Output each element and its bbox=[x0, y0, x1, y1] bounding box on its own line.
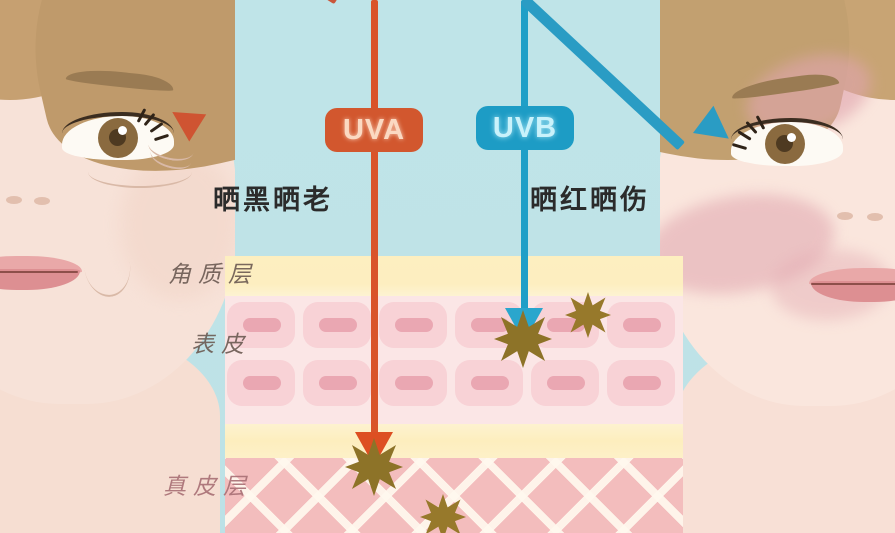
cell-nucleus bbox=[243, 318, 281, 332]
epidermis-cell-row-upper bbox=[225, 302, 683, 360]
starburst-damage-icon bbox=[494, 310, 552, 368]
uvb-effect-label: 晒红晒伤 bbox=[530, 185, 650, 216]
uvb-badge: UVB bbox=[476, 106, 574, 150]
cell-nucleus bbox=[395, 376, 433, 390]
face-left-aging bbox=[0, 0, 235, 533]
right-lip-upper bbox=[809, 268, 895, 285]
cell-nucleus bbox=[471, 376, 509, 390]
right-face-lips bbox=[809, 268, 895, 302]
cell-nucleus bbox=[623, 318, 661, 332]
right-eye-lid bbox=[731, 118, 843, 142]
left-lip-line bbox=[0, 271, 78, 273]
epidermis-cell-row-lower bbox=[225, 360, 683, 418]
left-eye-lid bbox=[62, 112, 174, 136]
cell-nucleus bbox=[319, 376, 357, 390]
epidermis-cell bbox=[531, 360, 599, 406]
right-face-eye bbox=[731, 115, 843, 170]
layer-label-dermis: 真皮层 bbox=[163, 474, 253, 500]
cell-nucleus bbox=[395, 318, 433, 332]
layer-stratum-corneum bbox=[225, 256, 683, 296]
starburst-damage-icon bbox=[345, 438, 403, 496]
uva-badge: UVA bbox=[325, 108, 423, 152]
uvb-ray-shaft bbox=[521, 0, 528, 322]
uva-ray-shaft bbox=[371, 0, 378, 447]
layer-label-stratum-corneum: 角质层 bbox=[168, 262, 258, 288]
right-lip-lower bbox=[811, 281, 895, 302]
epidermis-cell bbox=[303, 302, 371, 348]
layer-basal-band bbox=[225, 424, 683, 458]
cell-nucleus bbox=[471, 318, 509, 332]
left-lip-upper bbox=[0, 256, 82, 273]
right-face-nostril bbox=[867, 213, 883, 221]
epidermis-cell bbox=[303, 360, 371, 406]
epidermis-cell bbox=[455, 360, 523, 406]
layer-label-epidermis: 表皮 bbox=[191, 332, 251, 358]
epidermis-cell bbox=[607, 302, 675, 348]
left-face-eye bbox=[62, 108, 174, 164]
uva-effect-label: 晒黑晒老 bbox=[213, 185, 333, 216]
face-right-sunburn bbox=[660, 0, 895, 533]
left-face-nostril bbox=[34, 197, 50, 205]
right-face-nostril bbox=[837, 212, 853, 220]
layer-epidermis bbox=[225, 296, 683, 424]
epidermis-cell bbox=[379, 302, 447, 348]
epidermis-cell bbox=[607, 360, 675, 406]
cell-nucleus bbox=[547, 376, 585, 390]
left-lip-lower bbox=[0, 269, 80, 290]
cell-nucleus bbox=[319, 318, 357, 332]
left-face-wrinkle bbox=[88, 156, 192, 188]
epidermis-cell bbox=[379, 360, 447, 406]
right-lip-line bbox=[811, 283, 895, 285]
starburst-damage-icon bbox=[565, 292, 611, 338]
cell-nucleus bbox=[623, 376, 661, 390]
epidermis-cell bbox=[227, 302, 295, 348]
cell-nucleus bbox=[243, 376, 281, 390]
left-face-lips bbox=[0, 256, 82, 290]
left-face-nostril bbox=[6, 196, 22, 204]
epidermis-cell bbox=[227, 360, 295, 406]
skin-cross-section bbox=[225, 256, 683, 533]
